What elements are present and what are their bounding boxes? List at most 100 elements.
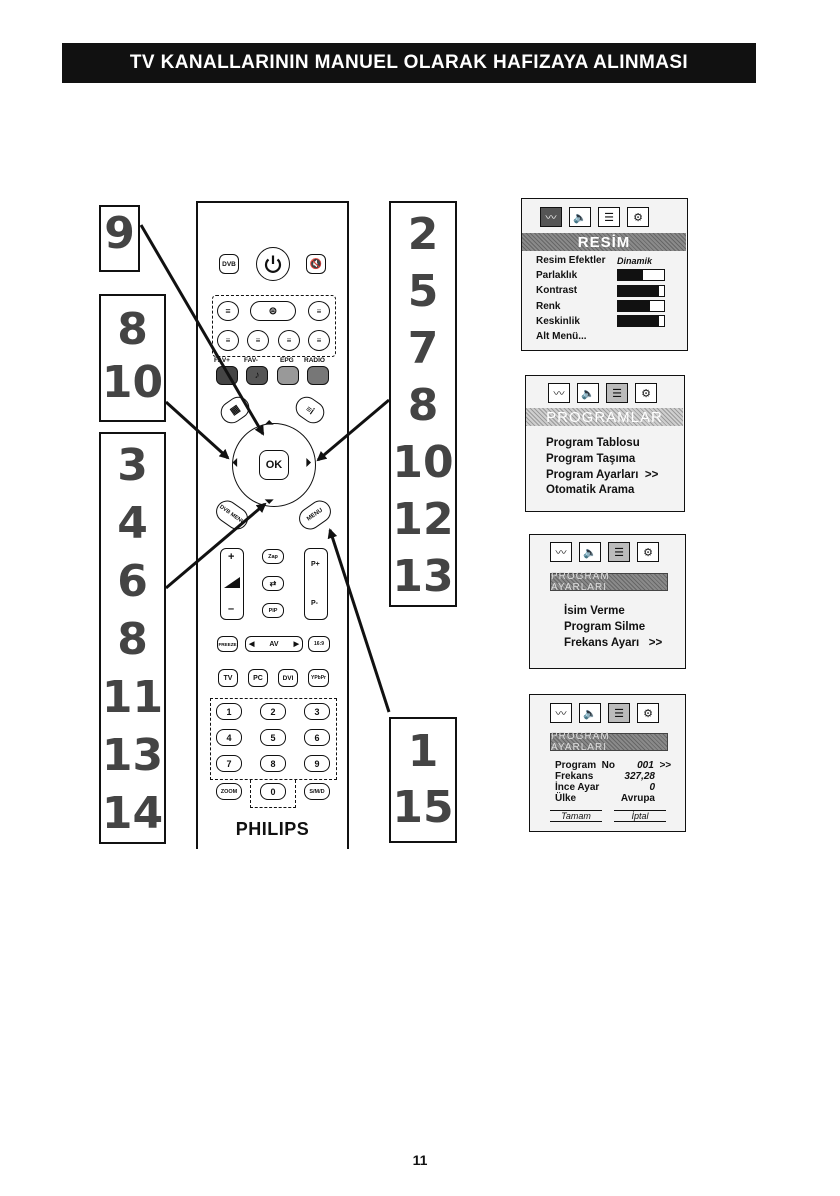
zoom-button[interactable]: ZOOM [216,783,242,800]
digit-9-button[interactable]: 9 [304,755,330,772]
freeze-button[interactable]: FREEZE [217,636,238,652]
settings-icon[interactable]: ⚙ [635,383,657,403]
program-rocker[interactable]: P+ P- [304,548,328,620]
step-box-left-bottom: 3 4 6 8 11 13 14 [99,432,166,844]
digit-4-button[interactable]: 4 [216,729,242,746]
menu-row-label[interactable]: Alt Menü... [536,331,587,342]
source-tv-button[interactable]: TV [218,669,238,687]
menu-item[interactable]: Program Taşıma [546,453,636,465]
radio-button[interactable] [307,366,329,385]
teletext-icon: ≡ [225,306,231,316]
program-list-icon[interactable]: ☰ [608,703,630,723]
source-dvi-button[interactable]: DVI [278,669,298,687]
fav-plus-label: FAV+ [214,357,230,364]
swap-button[interactable]: ⇄ [262,576,284,591]
menu-row-label[interactable]: Kontrast [536,285,578,296]
teletext-button-1[interactable]: ≡ [217,301,239,321]
teletext-button-5[interactable]: ≡ [247,330,269,351]
sound-icon[interactable]: 🔈 [569,207,591,227]
menu-item[interactable]: Frekans Ayarı >> [564,637,663,649]
teletext-button-7[interactable]: ≡ [308,330,330,351]
sound-icon[interactable]: 🔈 [579,542,601,562]
mute-icon: 🔇 [309,258,323,270]
program-list-icon[interactable]: ☰ [606,383,628,403]
fav-minus-button[interactable]: ♪ [246,366,268,385]
digit-8-button[interactable]: 8 [260,755,286,772]
menu-row-label[interactable]: Renk [536,301,561,312]
picture-icon[interactable]: 〰 [540,207,562,227]
step-number: 3 [117,440,148,491]
epg-button[interactable] [277,366,299,385]
digit-2-button[interactable]: 2 [260,703,286,720]
detail-row-value: 001 >> [637,760,671,771]
page-title: TV KANALLARININ MANUEL OLARAK HAFIZAYA A… [129,52,689,73]
digit-5-button[interactable]: 5 [260,729,286,746]
detail-row-label[interactable]: Frekans [555,771,594,782]
picture-icon[interactable]: 〰 [550,703,572,723]
aspect-ratio-button[interactable]: 16:9 [308,636,330,652]
menu-item[interactable]: Program Tablosu [546,437,640,449]
zero-group [250,780,296,808]
remote-control: DVB 🔇 ≡ ⊜ ≡ ≡ ≡ ≡ ≡ FAV+ FAV- EPG RADIO … [196,201,349,849]
menu-row-label[interactable]: Resim Efektler [536,255,606,266]
menu-item[interactable]: Program Ayarları >> [546,469,659,481]
step-number: 2 [407,209,439,260]
teletext-button-4[interactable]: ≡ [217,330,239,351]
menu-header: PROGRAM AYARLARI [550,731,668,753]
source-ypbpr-button[interactable]: YPbPr [308,669,329,687]
menu-item[interactable]: İsim Verme [564,605,625,617]
zap-button[interactable]: Zap [262,549,284,564]
teletext-button-3[interactable]: ≡ [308,301,330,321]
picture-icon[interactable]: 〰 [550,542,572,562]
ok-button[interactable]: OK [259,450,289,480]
menu-row-label[interactable]: Parlaklık [536,270,578,281]
menu-resim: 〰 🔈 ☰ ⚙ RESİM Resim Efektler Dinamik Par… [521,198,688,351]
digit-7-button[interactable]: 7 [216,755,242,772]
volume-rocker[interactable]: + – [220,548,244,620]
detail-row-label[interactable]: Ülke [555,793,577,804]
settings-icon[interactable]: ⚙ [637,542,659,562]
digit-0-button[interactable]: 0 [260,783,286,800]
brightness-bar[interactable] [617,269,665,281]
picture-icon[interactable]: 〰 [548,383,570,403]
cancel-link[interactable]: İptal [614,810,666,822]
color-bar[interactable] [617,300,665,312]
settings-icon[interactable]: ⚙ [627,207,649,227]
dvb-button[interactable]: DVB [219,254,239,274]
detail-row-label[interactable]: Program No [555,760,616,771]
sound-icon[interactable]: 🔈 [579,703,601,723]
settings-icon[interactable]: ⚙ [637,703,659,723]
sound-icon[interactable]: 🔈 [577,383,599,403]
av-left-icon: ◀ [249,641,255,648]
pip-button[interactable]: PIP [262,603,284,618]
digit-6-button[interactable]: 6 [304,729,330,746]
arrow-down-icon[interactable]: ⏷ [264,494,275,509]
contrast-bar[interactable] [617,285,665,297]
menu-row-label[interactable]: Keskinlik [536,316,580,327]
av-button[interactable]: ◀ AV ▶ [245,636,303,652]
teletext-button-6[interactable]: ≡ [278,330,300,351]
sharpness-bar[interactable] [617,315,665,327]
power-button[interactable] [256,247,290,281]
arrow-up-icon[interactable]: ⏶ [264,415,275,430]
menu-item[interactable]: Program Silme [564,621,646,633]
menu-programlar: 〰 🔈 ☰ ⚙ PROGRAMLAR Program Tablosu Progr… [525,375,685,512]
digit-1-button[interactable]: 1 [216,703,242,720]
step-box-left-mid: 8 10 [99,294,166,422]
teletext-button-2[interactable]: ⊜ [250,301,296,321]
fav-minus-label: FAV- [244,357,258,364]
mute-button[interactable]: 🔇 [306,254,326,274]
menu-row-value: Dinamik [617,256,653,266]
program-list-icon[interactable]: ☰ [598,207,620,227]
menu-program-ayarlari-detail: 〰 🔈 ☰ ⚙ PROGRAM AYARLARI Program No 001 … [529,694,686,832]
arrow-right-icon[interactable]: ⏵ [305,455,312,470]
arrow-left-icon[interactable]: ⏴ [232,455,239,470]
detail-row-label[interactable]: İnce Ayar [555,782,600,793]
ok-link[interactable]: Tamam [550,810,602,822]
digit-3-button[interactable]: 3 [304,703,330,720]
program-list-icon[interactable]: ☰ [608,542,630,562]
source-pc-button[interactable]: PC [248,669,268,687]
brand-logo: PHILIPS [235,819,310,839]
menu-item[interactable]: Otomatik Arama [546,484,635,496]
smd-button[interactable]: S/M/D [304,783,330,800]
